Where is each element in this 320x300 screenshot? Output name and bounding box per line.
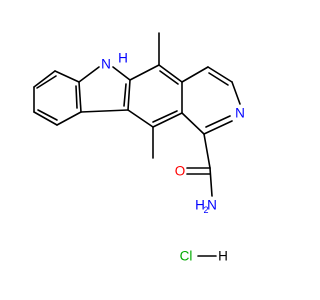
central-ring	[127, 64, 183, 128]
amide-h-subscript: 2	[203, 205, 208, 215]
structure-canvas: N H N O N H 2 Cl H	[33, 32, 245, 264]
benzene-ring	[33, 70, 82, 126]
carboxamide-group	[186, 133, 213, 197]
pyridine-nitrogen-label: N	[235, 106, 245, 121]
amide-nitrogen-label: N	[207, 198, 217, 213]
chlorine-label: Cl	[180, 249, 193, 264]
pyrrole-ring	[78, 66, 131, 113]
molecule-drawing: N H N O N H 2 Cl H	[33, 32, 245, 264]
amide-hydrogen-label: H	[195, 198, 205, 213]
indole-nitrogen-label: N	[101, 57, 111, 72]
indole-hydrogen-label: H	[118, 51, 128, 66]
hydrogen-label: H	[218, 249, 228, 264]
pyridine-ring	[181, 66, 241, 135]
carbonyl-oxygen-label: O	[175, 164, 186, 179]
